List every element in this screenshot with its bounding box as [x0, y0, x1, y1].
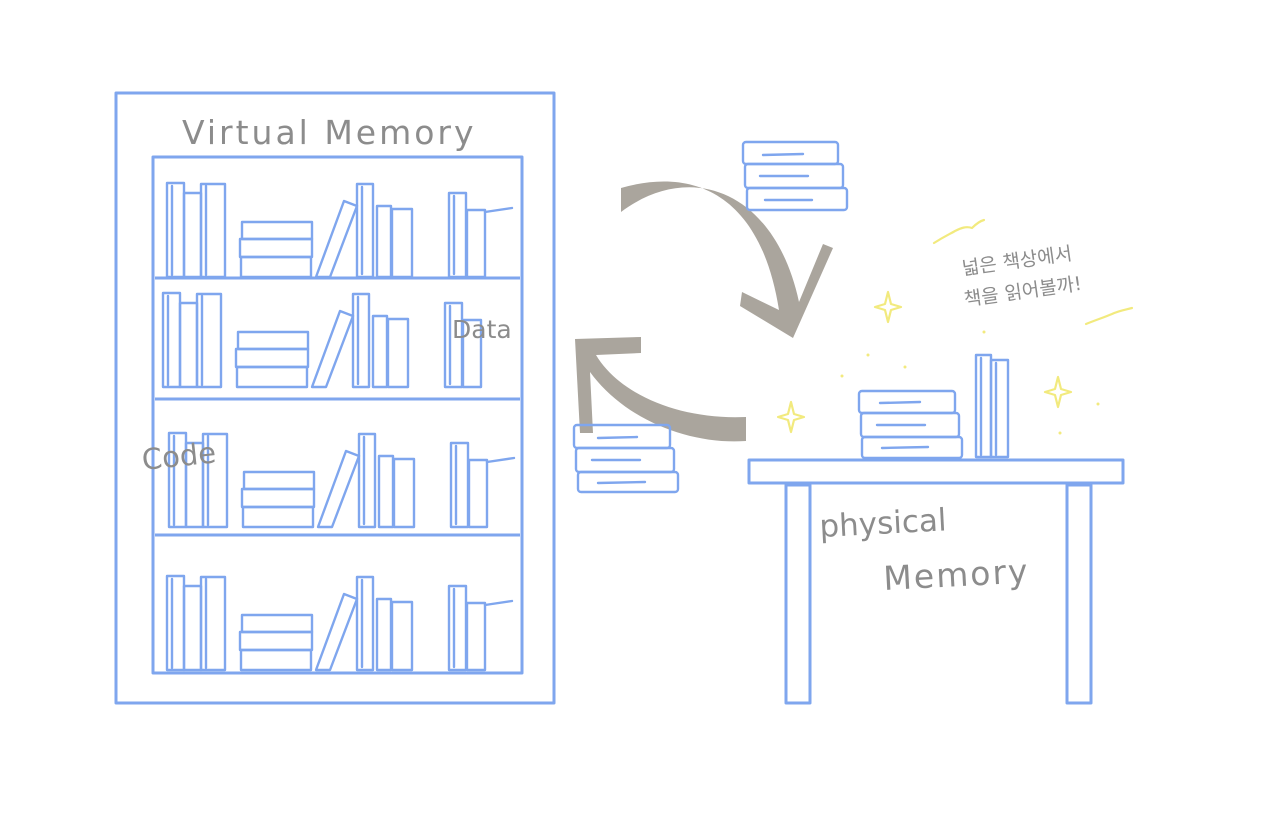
bookshelf-title: Virtual Memory	[182, 113, 477, 152]
sparkle-dot-icon	[982, 330, 986, 334]
sparkle-dot-icon	[1096, 402, 1100, 406]
book-stack-moving-bottom	[572, 423, 680, 494]
sparkle-icon	[776, 400, 806, 434]
sparkle-dot-icon	[1058, 431, 1062, 435]
desk: physical Memory	[747, 353, 1125, 705]
arrow-to-virtual-memory	[575, 337, 746, 442]
book-stack-flat	[238, 613, 314, 672]
book-stack-upright	[167, 431, 229, 529]
desk-leg-right	[1065, 483, 1093, 705]
book-stack-upright	[447, 191, 514, 279]
cycle-arrows	[575, 181, 833, 442]
label-data: Data	[452, 315, 512, 344]
book-stack-flat	[238, 220, 314, 279]
sparkle-dot-icon	[840, 374, 844, 378]
book-leaning	[314, 199, 359, 279]
label-code: Code	[140, 435, 217, 477]
sparkle-dot-icon	[866, 353, 870, 357]
desk-label-memory: Memory	[882, 551, 1030, 598]
shelf-row	[165, 181, 514, 279]
shelf-row	[165, 574, 514, 672]
book-stack-upright	[355, 575, 414, 672]
sparkle-mark-icon	[932, 218, 986, 245]
book-leaning	[314, 592, 359, 672]
bookshelf: Virtual Memory	[114, 91, 556, 705]
sparkle-mark-icon	[1084, 306, 1134, 326]
book-stack-flat	[240, 470, 316, 529]
book-stack-flat	[234, 330, 310, 389]
book-stack-on-desk	[857, 389, 964, 460]
desk-note-line1: 넓은 책상에서	[961, 243, 1074, 280]
book-upright-on-desk	[974, 353, 1010, 459]
book-stack-upright	[449, 441, 516, 529]
sparkles	[776, 218, 1134, 435]
shelf-row	[167, 431, 516, 529]
bookshelf-inner-frame	[151, 155, 524, 675]
book-stack-upright	[447, 584, 514, 672]
book-stack-upright	[357, 432, 416, 529]
desk-note: 넓은 책상에서 책을 읽어볼까!	[961, 243, 1083, 311]
book-stack-upright	[355, 182, 414, 279]
arrow-to-physical-memory	[621, 181, 833, 338]
book-stack-upright	[165, 181, 227, 279]
book-stack-upright	[161, 291, 223, 389]
desk-note-line2: 책을 읽어볼까!	[963, 273, 1083, 311]
sparkle-icon	[1043, 375, 1073, 409]
book-stack-moving-top	[741, 140, 849, 212]
shelf-row	[161, 291, 483, 389]
book-leaning	[316, 449, 361, 529]
bookshelf-frame	[114, 91, 556, 705]
desk-leg-left	[784, 483, 812, 705]
book-stack-upright	[165, 574, 227, 672]
sparkle-icon	[873, 290, 903, 324]
desk-top	[747, 458, 1125, 485]
book-stack-upright	[351, 292, 410, 389]
book-leaning	[310, 309, 355, 389]
desk-label-physical: physical	[819, 502, 948, 545]
book-stack-upright	[443, 301, 483, 389]
sparkle-dot-icon	[903, 365, 907, 369]
